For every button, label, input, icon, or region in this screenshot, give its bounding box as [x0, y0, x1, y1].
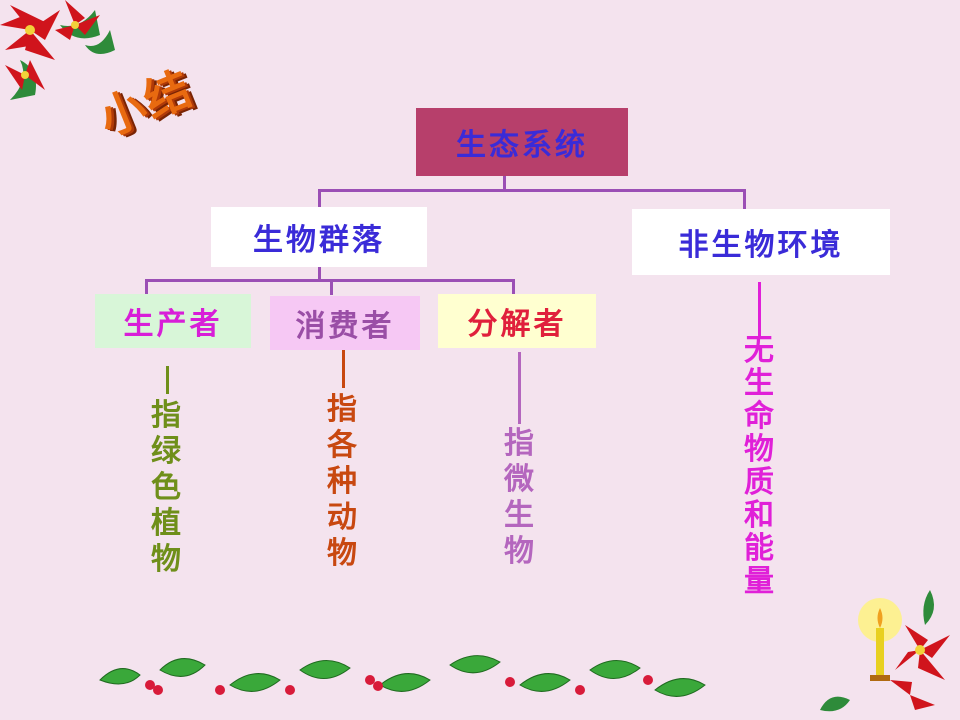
environment-description: 无 生 命 物 质 和 能 量 [744, 334, 774, 598]
environment-desc-char: 无 [744, 333, 774, 368]
decomposer-box: 分解者 [438, 294, 596, 348]
connector-community-drop [318, 189, 321, 207]
decomposer-label: 分解者 [467, 307, 567, 342]
connector-community-stem [318, 267, 321, 281]
community-label: 生物群落 [253, 223, 385, 258]
connector-root-stem [503, 175, 506, 191]
environment-desc-char: 量 [744, 564, 774, 599]
producer-desc-char: 指 [151, 398, 181, 433]
environment-desc-char: 物 [744, 432, 774, 467]
decomposer-description: 指 微 生 物 [504, 426, 534, 570]
environment-label: 非生物环境 [678, 228, 844, 263]
producer-desc-char: 物 [151, 542, 181, 577]
environment-desc-line [758, 282, 761, 338]
producer-description: 指 绿 色 植 物 [151, 398, 181, 578]
consumer-desc-char: 种 [327, 464, 357, 499]
environment-desc-char: 生 [744, 366, 774, 401]
decomposer-desc-char: 物 [504, 534, 534, 569]
environment-desc-char: 能 [744, 531, 774, 566]
ecosystem-box: 生态系统 [416, 108, 628, 176]
decomposer-desc-char: 生 [504, 498, 534, 533]
producer-box: 生产者 [95, 294, 251, 348]
producer-desc-line [166, 366, 169, 394]
decomposer-desc-char: 微 [504, 462, 534, 497]
consumer-desc-char: 各 [327, 428, 357, 463]
connector-producer-drop [145, 279, 148, 295]
connector-environment-drop [743, 189, 746, 209]
holly-garland-decoration [99, 655, 706, 697]
connector-level1-horizontal [318, 189, 746, 192]
producer-desc-char: 植 [151, 506, 181, 541]
connector-consumer-drop [330, 279, 333, 295]
environment-desc-char: 和 [744, 498, 774, 533]
ecosystem-label: 生态系统 [456, 128, 588, 163]
environment-desc-char: 命 [744, 399, 774, 434]
consumer-desc-char: 指 [327, 392, 357, 427]
consumer-desc-char: 动 [327, 500, 357, 535]
poinsettia-decoration-top-left [0, 0, 115, 100]
producer-label: 生产者 [123, 307, 223, 342]
candle-poinsettia-decoration-bottom-right [820, 590, 950, 712]
environment-box: 非生物环境 [632, 209, 890, 275]
environment-desc-char: 质 [744, 465, 774, 500]
connector-decomposer-drop [512, 279, 515, 295]
producer-desc-char: 绿 [151, 434, 181, 469]
decomposer-desc-line [518, 352, 521, 424]
decomposer-desc-char: 指 [504, 426, 534, 461]
consumer-description: 指 各 种 动 物 [327, 392, 357, 572]
consumer-box: 消费者 [270, 296, 420, 350]
consumer-desc-line [342, 348, 345, 388]
consumer-desc-char: 物 [327, 536, 357, 571]
producer-desc-char: 色 [151, 470, 181, 505]
community-box: 生物群落 [211, 207, 427, 267]
consumer-label: 消费者 [295, 309, 395, 344]
